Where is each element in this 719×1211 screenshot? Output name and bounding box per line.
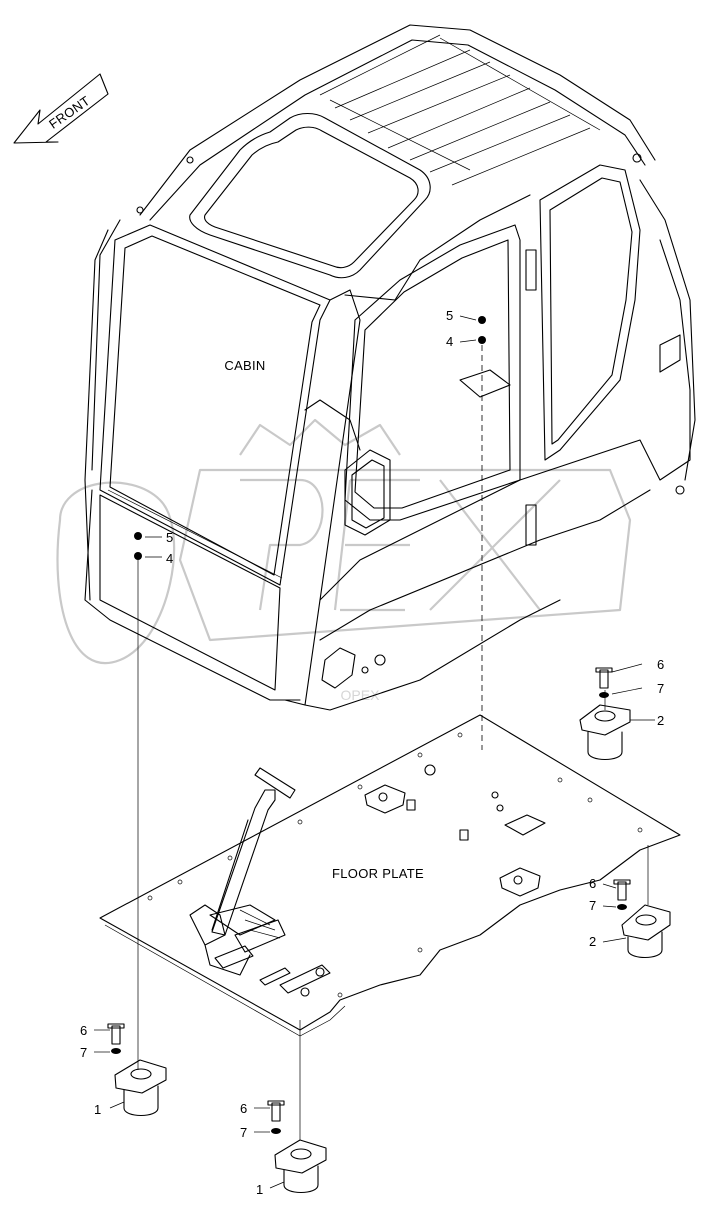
leader-bolt-mid-right: [602, 883, 617, 889]
mount-front-left: [107, 1023, 167, 1117]
leader-mount-front-center: [269, 1181, 285, 1189]
floor-plate-drawing: [99, 714, 681, 1037]
callout-mount-rear-right: 2: [657, 713, 664, 728]
leader-washer-rear-right: [611, 687, 643, 695]
cabin-callout-leaders: [145, 315, 477, 558]
cabin-drawing: [84, 24, 696, 711]
floor-plate-label: FLOOR PLATE: [332, 866, 424, 881]
callout-bolt-front-center: 6: [240, 1101, 247, 1116]
mount-rear-right: [579, 667, 631, 761]
callout-washer-mid-right: 7: [589, 898, 596, 913]
leader-bolt-rear-right: [611, 663, 643, 673]
callout-washer-front-left: 7: [80, 1045, 87, 1060]
callout-cabin-washer-right: 4: [446, 334, 453, 349]
leader-mount-mid-right: [602, 937, 627, 943]
leader-washer-mid-right: [602, 905, 617, 908]
callout-mount-mid-right: 2: [589, 934, 596, 949]
callout-bolt-mid-right: 6: [589, 876, 596, 891]
leader-mount-front-left: [109, 1101, 125, 1109]
callout-washer-front-center: 7: [240, 1125, 247, 1140]
mount-front-center: [267, 1100, 327, 1194]
cabin-label: CABIN: [224, 358, 265, 373]
callout-bolt-rear-right: 6: [657, 657, 664, 672]
callout-cabin-nut-right: 5: [446, 308, 453, 323]
callout-cabin-nut-left: 5: [166, 530, 173, 545]
front-arrow-icon: [13, 73, 109, 144]
callout-mount-front-left: 1: [94, 1102, 101, 1117]
callout-cabin-washer-left: 4: [166, 551, 173, 566]
callout-bolt-front-left: 6: [80, 1023, 87, 1038]
mount-mid-right: [613, 879, 671, 959]
watermark: OPEX: [56, 418, 632, 703]
watermark-text: OPEX: [341, 687, 381, 703]
callout-mount-front-center: 1: [256, 1182, 263, 1197]
callout-washer-rear-right: 7: [657, 681, 664, 696]
pedal-lever-drawing: [189, 767, 296, 976]
center-lines: [137, 345, 649, 1140]
